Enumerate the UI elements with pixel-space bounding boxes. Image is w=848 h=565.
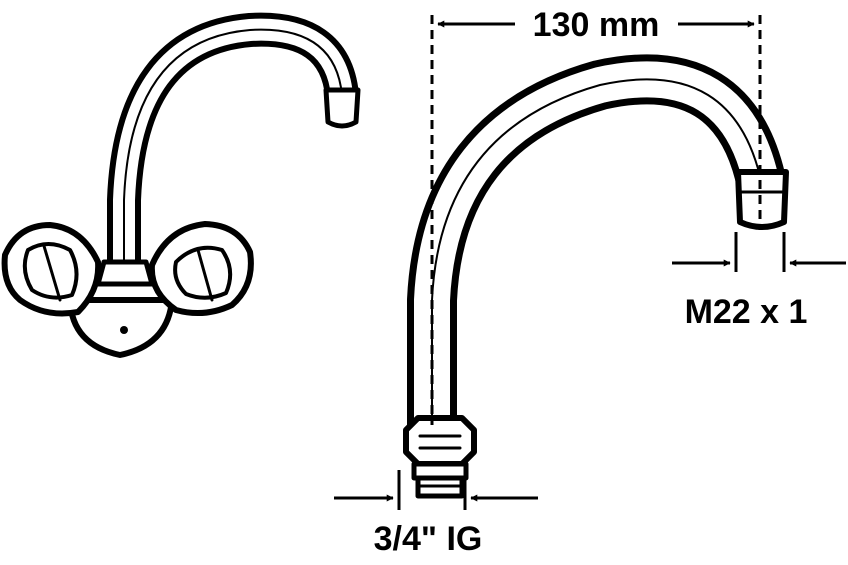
left-handle-icon <box>1 222 102 317</box>
right-handle-icon <box>148 221 254 317</box>
mixer-tap-icon <box>1 12 361 358</box>
outlet-thread-label: M22 x 1 <box>685 293 808 331</box>
width-dimension-label: 130 mm <box>533 6 660 44</box>
dimension-lines <box>334 15 846 510</box>
inlet-thread-label: 3/4" IG <box>374 520 483 558</box>
spout-icon <box>403 54 789 499</box>
